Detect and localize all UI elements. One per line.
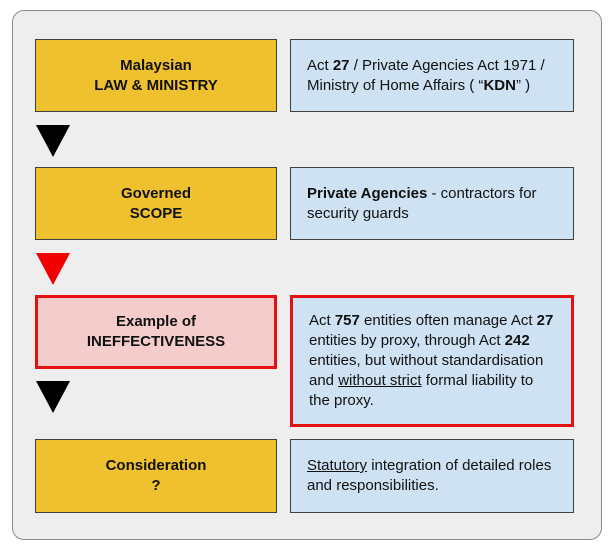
law-ministry-box: Malaysian LAW & MINISTRY — [35, 39, 277, 112]
ineffectiveness-box: Example of INEFFECTIVENESS — [35, 295, 277, 369]
governed-scope-detail-box: Private Agencies - contractors for secur… — [290, 167, 574, 240]
consideration-detail-box: Statutory integration of detailed roles … — [290, 439, 574, 513]
law-ministry-detail-box: Act 27 / Private Agencies Act 1971 / Min… — [290, 39, 574, 112]
consideration-line1: Consideration — [105, 457, 207, 474]
down-arrow-3 — [36, 381, 70, 413]
governed-scope-line1: Governed — [120, 184, 192, 202]
down-arrow-1 — [36, 125, 70, 157]
law-ministry-detail-text: Act 27 / Private Agencies Act 1971 / Min… — [307, 56, 545, 94]
governed-scope-line2: SCOPE — [129, 204, 183, 222]
consideration-box: Consideration ? — [35, 439, 277, 513]
law-ministry-line2: LAW & MINISTRY — [94, 76, 218, 94]
governed-scope-detail-text: Private Agencies - contractors for secur… — [307, 184, 537, 222]
down-arrow-2-red — [36, 253, 70, 285]
ineffectiveness-line1: Example of — [115, 313, 196, 330]
governed-scope-box: Governed SCOPE — [35, 167, 277, 240]
consideration-detail-text: Statutory integration of detailed roles … — [307, 457, 552, 494]
ineffectiveness-detail-box: Act 757 entities often manage Act 27 ent… — [290, 295, 574, 427]
ineffectiveness-line2: INEFFECTIVENESS — [86, 333, 226, 350]
ineffectiveness-detail-text: Act 757 entities often manage Act 27 ent… — [309, 312, 554, 409]
law-ministry-line1: Malaysian — [120, 56, 192, 74]
consideration-line2: ? — [151, 477, 161, 494]
